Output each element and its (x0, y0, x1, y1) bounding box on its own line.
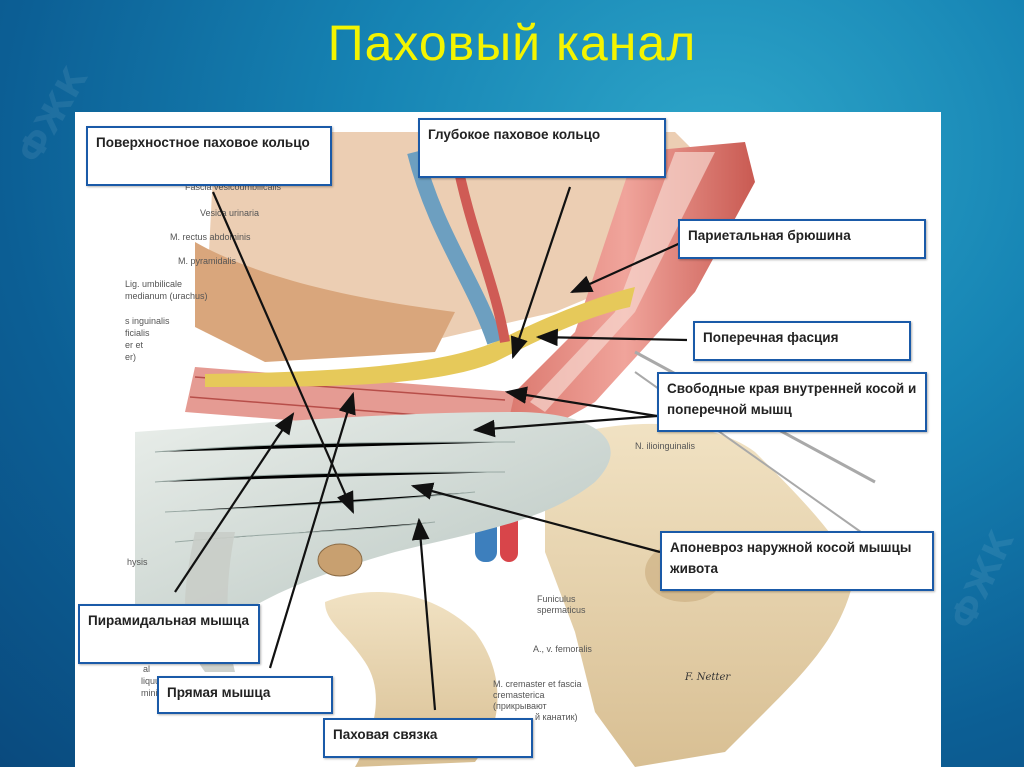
callout-text: Глубокое паховое кольцо (428, 127, 601, 142)
callout-deep-inguinal-ring: Глубокое паховое кольцо (418, 118, 666, 178)
arrow-free-edges-2 (472, 414, 658, 438)
callout-parietal-peritoneum: Париетальная брюшина (678, 219, 926, 259)
atlas-label: s inguinalis (125, 316, 170, 326)
superficial-ring-opening (317, 543, 363, 577)
atlas-label: Lig. umbilicale (125, 279, 182, 289)
callout-superficial-inguinal-ring: Поверхностное паховое кольцо (86, 126, 332, 186)
atlas-label: medianum (urachus) (125, 291, 208, 301)
artist-signature: F. Netter (684, 672, 731, 683)
callout-transverse-fascia: Поперечная фасция (693, 321, 911, 361)
atlas-label: (прикрывают (493, 701, 547, 711)
aponeurosis-sheet (135, 412, 611, 612)
callout-inguinal-ligament: Паховая связка (323, 718, 533, 758)
atlas-label: M. rectus abdominis (170, 232, 251, 242)
arrow-rectus-1 (268, 391, 356, 669)
atlas-label: al (143, 664, 150, 674)
inguinal-canal-drawing: Fascia vesicoumbilicalis Vesica urinaria… (125, 132, 876, 767)
callout-text: Прямая мышца (167, 685, 271, 700)
watermark-right: ФЖК (942, 524, 1023, 636)
atlas-label: er) (125, 352, 136, 362)
bladder-region (195, 242, 455, 362)
callout-pyramidal-muscle: Пирамидальная мышца (78, 604, 260, 664)
atlas-label: M. cremaster et fascia (493, 679, 582, 689)
arrow-aponeurosis (410, 482, 661, 554)
atlas-label: minis) (141, 688, 165, 698)
atlas-label: A., v. femoralis (533, 644, 592, 654)
atlas-label: cremasterica (493, 690, 545, 700)
atlas-label: Vesica urinaria (200, 208, 259, 218)
callout-text: Пирамидальная мышца (88, 613, 250, 628)
callout-text: Паховая связка (333, 727, 438, 742)
callout-external-oblique-aponeurosis: Апоневроз наружной косой мышцы живота (660, 531, 934, 591)
callout-text: Апоневроз наружной косой мышцы живота (670, 540, 912, 576)
arrow-superficial-ring (211, 191, 355, 515)
atlas-label: ficialis (125, 328, 150, 338)
atlas-label: liquus (141, 676, 165, 686)
atlas-label: Fascia vesicoumbilicalis (185, 182, 282, 192)
atlas-label: й канатик) (535, 712, 578, 722)
arrow-pyramidal-1 (174, 412, 295, 593)
callout-rectus-muscle: Прямая мышца (157, 676, 333, 714)
atlas-label: M. pyramidalis (178, 256, 237, 266)
arrow-inguinal-ligament (411, 517, 437, 711)
atlas-label: spermaticus (537, 605, 586, 615)
callout-text: Поверхностное паховое кольцо (96, 135, 310, 150)
arrow-free-edges-1 (504, 386, 658, 418)
peritoneum-fat (205, 287, 635, 387)
pointer-arrows (174, 186, 688, 711)
callout-text: Поперечная фасция (703, 330, 839, 345)
spermatic-vessels (407, 150, 503, 345)
atlas-label: N. ilioinguinalis (635, 441, 696, 451)
atlas-label: Funiculus (537, 594, 576, 604)
callout-free-edges: Свободные края внутренней косой и попере… (657, 372, 927, 432)
callout-text: Свободные края внутренней косой и попере… (667, 381, 917, 417)
anatomy-illustration: Fascia vesicoumbilicalis Vesica urinaria… (75, 112, 941, 767)
atlas-label: hysis (127, 557, 148, 567)
callout-text: Париетальная брюшина (688, 228, 851, 243)
arrow-transverse-fascia (535, 328, 688, 347)
atlas-label: er et (125, 340, 144, 350)
arrow-parietal-peritoneum (569, 238, 688, 294)
arrow-deep-ring (510, 186, 572, 360)
slide-title: Паховый канал (327, 15, 697, 71)
